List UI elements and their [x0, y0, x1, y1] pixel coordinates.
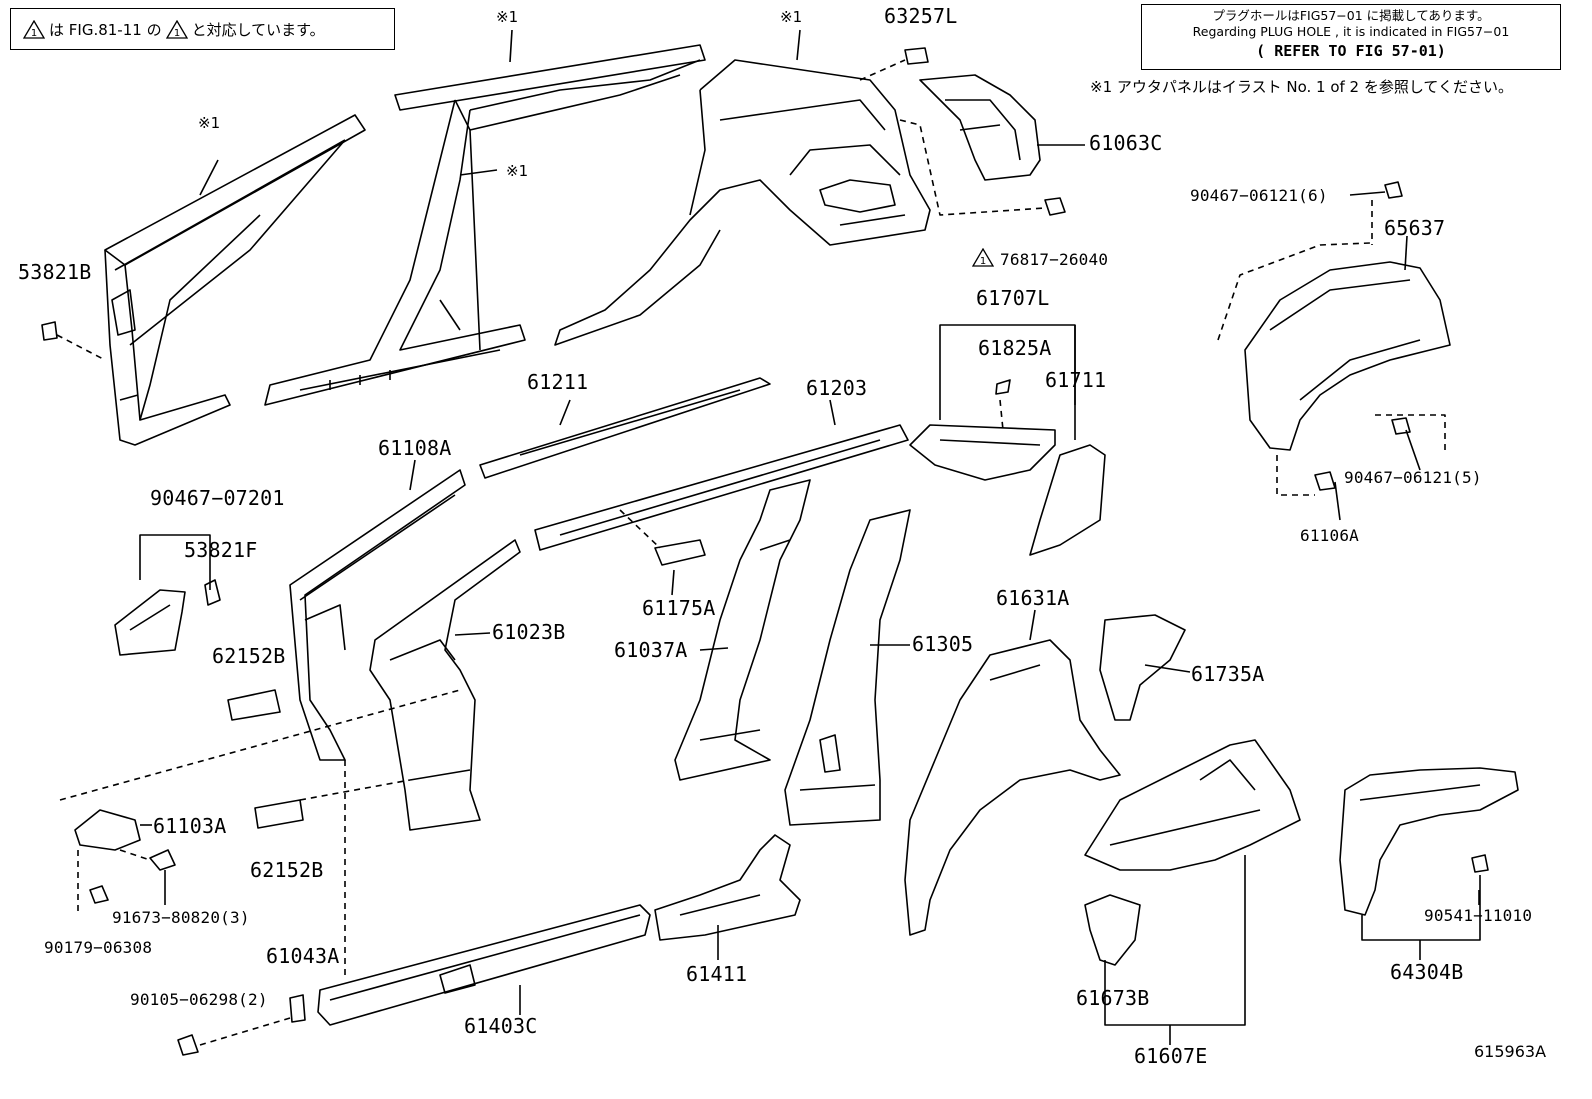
bracket-61043a-part: [289, 994, 306, 1023]
clip-90541-part: [1471, 854, 1489, 873]
part-label[interactable]: 61037A: [614, 638, 688, 662]
part-label[interactable]: 90179−06308: [44, 938, 153, 957]
plug-hole-reference-box: プラグホールはFIG57−01 に掲載してあります。 Regarding PLU…: [1141, 4, 1561, 70]
part-label[interactable]: 90467−06121(5): [1344, 468, 1482, 487]
part-61825a: [995, 379, 1011, 395]
outer-panel-note: ※1 アウタパネルはイラスト No. 1 of 2 を参照してください。: [1090, 78, 1513, 96]
quarter-panel-outer-part: [554, 59, 931, 346]
roof-rail-61211-part: [479, 377, 771, 479]
part-label[interactable]: 61607E: [1134, 1044, 1208, 1068]
note-prefix: は FIG.81-11 の: [49, 20, 162, 39]
rocker-61403c-part: [317, 904, 651, 1026]
part-label[interactable]: 64304B: [1390, 960, 1464, 984]
clip-76817-part: [1044, 197, 1066, 216]
part-label[interactable]: 61103A: [153, 814, 227, 838]
roof-rail-61203-part: [534, 424, 909, 551]
part-label[interactable]: 90467−06121(6): [1190, 186, 1328, 205]
part-label[interactable]: 90541−11010: [1424, 906, 1533, 925]
extension-61411-part: [654, 834, 801, 941]
part-label[interactable]: 61211: [527, 370, 589, 394]
part-label[interactable]: 61106A: [1300, 526, 1359, 545]
part-label[interactable]: 61203: [806, 376, 868, 400]
bracket-61106a-part: [114, 589, 186, 656]
panel-61063c-part: [919, 74, 1041, 181]
wheel-house-inner-61607e-part: [1084, 739, 1301, 871]
part-label[interactable]: 53821F: [184, 538, 258, 562]
nut-90467-6-part: [1384, 181, 1403, 199]
part-label[interactable]: 90105−06298(2): [130, 990, 268, 1009]
figure-number: 615963A: [1474, 1042, 1547, 1061]
svg-text:1: 1: [31, 28, 37, 39]
center-pillar-inner-61305-part: [784, 509, 911, 826]
fender-liner-65637-part: [1244, 261, 1451, 451]
wheel-housing-61631a-part: [904, 639, 1121, 936]
plug-63257l-part: [904, 47, 929, 65]
fig-reference-note: 1 は FIG.81-11 の 1 と対応しています。: [10, 8, 395, 50]
clip-53821f-part: [204, 579, 221, 606]
part-label[interactable]: 91673−80820(3): [112, 908, 250, 927]
front-pillar-inner-61023b-part: [369, 539, 521, 831]
part-label[interactable]: 61673B: [1076, 986, 1150, 1010]
bolt-90105-part: [177, 1034, 199, 1056]
pad-62152b-top-part: [227, 689, 281, 721]
warning-triangle-icon: 1: [165, 19, 188, 39]
part-label[interactable]: 61023B: [492, 620, 566, 644]
part-label[interactable]: 61043A: [266, 944, 340, 968]
outer-mark: ※1: [198, 114, 221, 132]
bolt-90467-07201-part: [1314, 471, 1336, 491]
part-label[interactable]: 61063C: [1089, 131, 1163, 155]
part-label[interactable]: 53821B: [18, 260, 92, 284]
part-label[interactable]: 61108A: [378, 436, 452, 460]
nut-90467-5-part: [1391, 417, 1411, 435]
part-label[interactable]: 61411: [686, 962, 748, 986]
reference-line-jp: プラグホールはFIG57−01 に掲載してあります。: [1212, 8, 1490, 23]
pillar-61711-part: [1029, 444, 1106, 556]
bolt-91673-part: [149, 849, 176, 871]
part-label[interactable]: 61711: [1045, 368, 1107, 392]
part-label[interactable]: 61707L: [976, 286, 1050, 310]
center-pillar-61037a-part: [674, 479, 811, 781]
part-label[interactable]: 61825A: [978, 336, 1052, 360]
part-label[interactable]: 61735A: [1191, 662, 1265, 686]
reference-line-refer: ( REFER TO FIG 57-01): [1256, 42, 1446, 60]
part-label[interactable]: 62152B: [250, 858, 324, 882]
svg-text:1: 1: [173, 28, 179, 39]
warning-triangle-icon: 1: [23, 19, 45, 39]
bracket-61175a-part: [654, 539, 706, 566]
bracket-61673b-part: [1084, 894, 1141, 966]
outer-mark: ※1: [496, 8, 519, 26]
outer-mark: ※1: [506, 162, 529, 180]
svg-text:1: 1: [980, 256, 986, 267]
bracket-61103a-part: [74, 809, 141, 851]
part-label[interactable]: 76817−26040: [1000, 250, 1109, 269]
rear-panel-61707l-part: [909, 399, 1056, 481]
clip-53821b-part: [41, 321, 58, 341]
panel-61735a-part: [1099, 614, 1186, 721]
part-label[interactable]: 61175A: [642, 596, 716, 620]
pad-62152b-bot-part: [254, 799, 304, 829]
part-label[interactable]: 63257L: [884, 4, 958, 28]
part-label[interactable]: 61403C: [464, 1014, 538, 1038]
outer-mark: ※1: [780, 8, 803, 26]
part-label[interactable]: 61631A: [996, 586, 1070, 610]
reference-line-en: Regarding PLUG HOLE , it is indicated in…: [1192, 24, 1510, 39]
part-label[interactable]: 90467−07201: [150, 486, 285, 510]
part-label[interactable]: 65637: [1384, 216, 1446, 240]
nut-90179-part: [89, 885, 109, 904]
note-suffix: と対応しています。: [191, 20, 325, 39]
front-pillar-outer-part: [104, 114, 366, 446]
roof-side-center-part: [264, 44, 706, 406]
panel-64304b-part: [1339, 767, 1519, 916]
warning-triangle-icon: 1: [972, 248, 994, 267]
front-pillar-61108a-part: [289, 469, 466, 761]
part-label[interactable]: 61305: [912, 632, 974, 656]
part-label[interactable]: 62152B: [212, 644, 286, 668]
